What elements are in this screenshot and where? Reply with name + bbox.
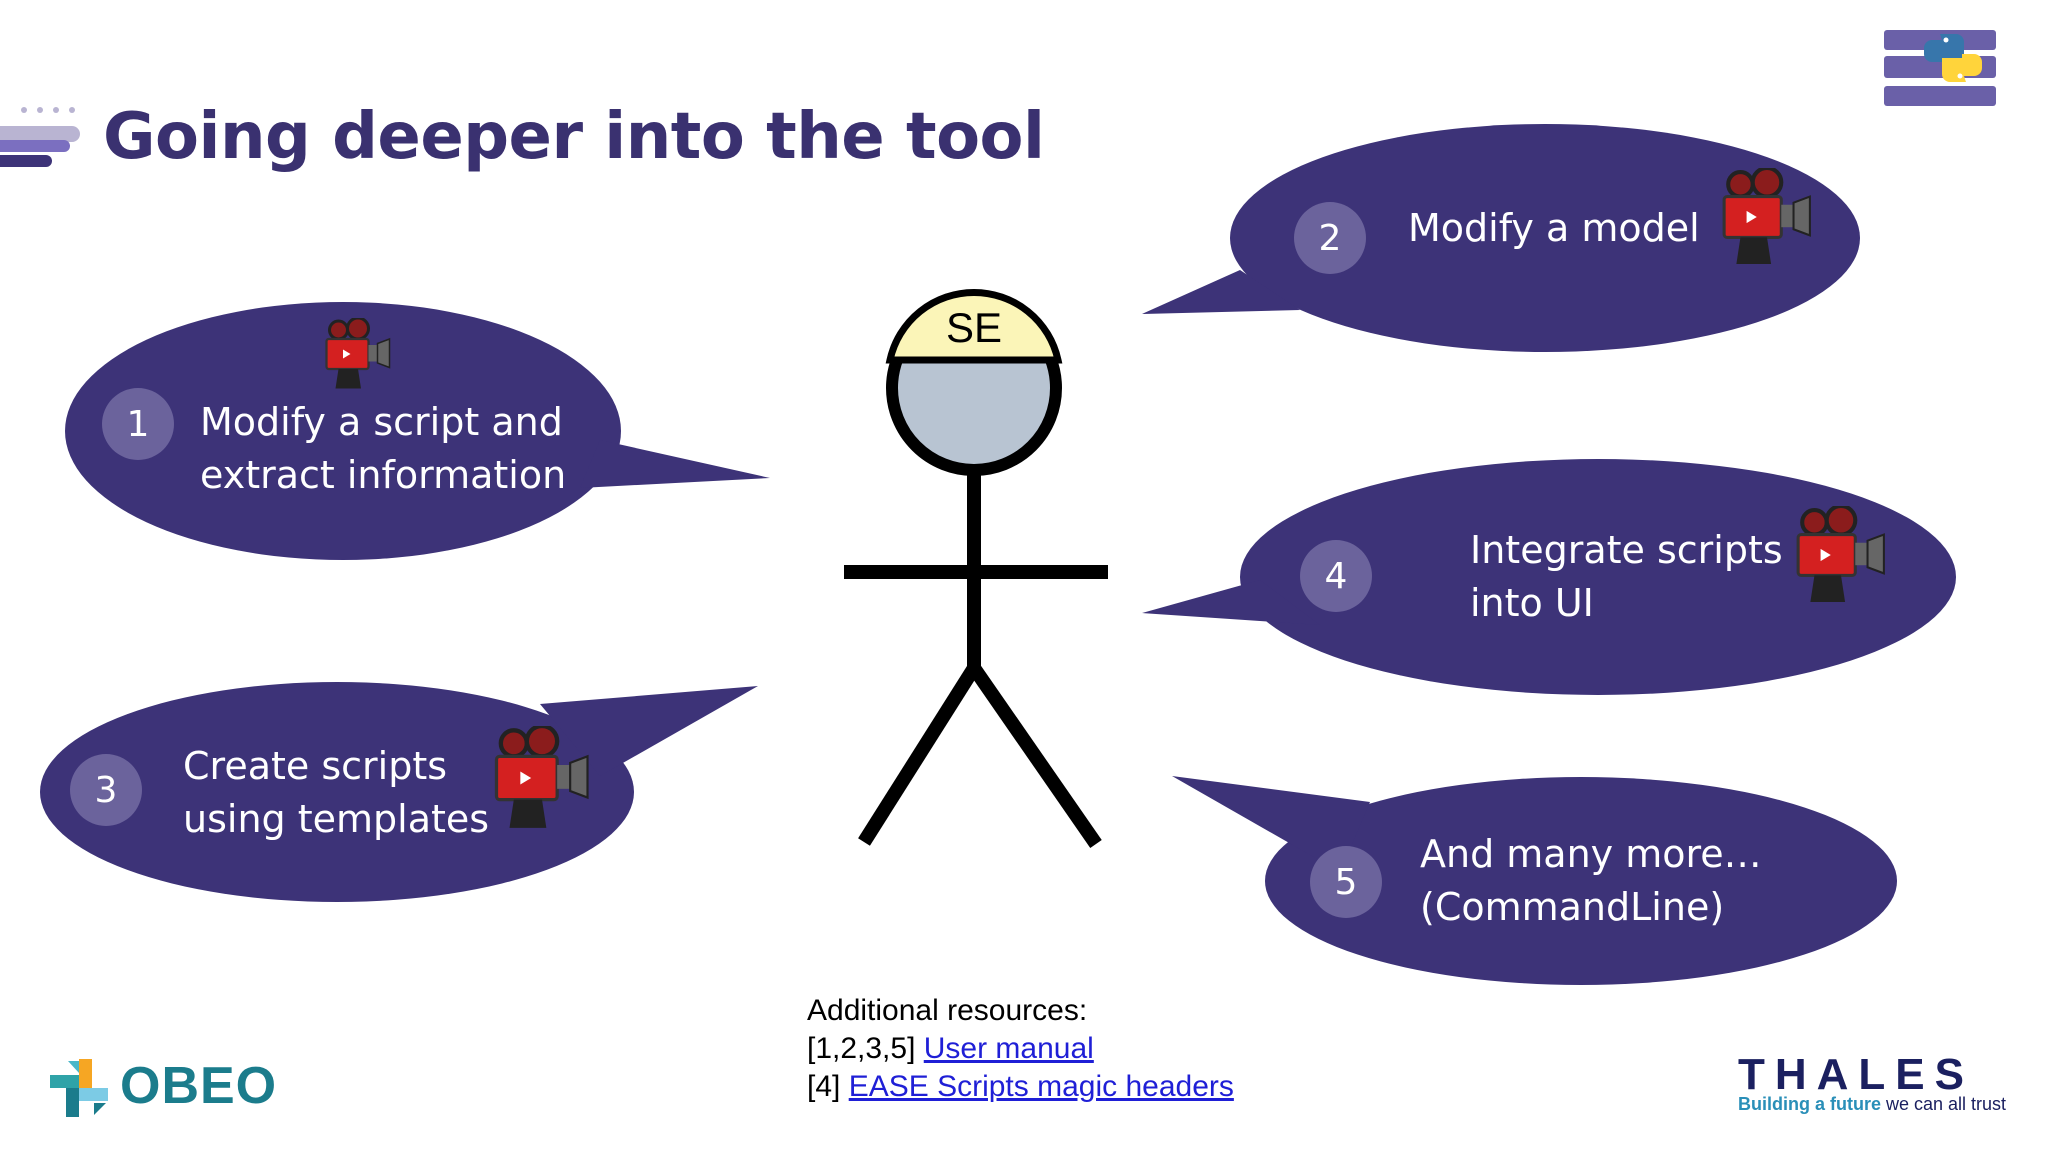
bubble-1-line-1: Modify a script and (200, 400, 563, 444)
thales-logo-text: THALES (1738, 1050, 1974, 1099)
step-number-4: 4 (1300, 540, 1372, 612)
step-number-1: 1 (102, 388, 174, 460)
video-camera-icon[interactable] (1718, 168, 1816, 266)
step-number-3: 3 (70, 754, 142, 826)
bubble-4-line-1: Integrate scripts (1470, 528, 1783, 572)
resources-heading: Additional resources: (807, 994, 1088, 1027)
slide-title: Going deeper into the tool (103, 100, 1045, 174)
resource-item-1: [1,2,3,5] User manual (807, 1030, 1234, 1068)
title-decoration (0, 107, 80, 167)
bubble-4-text: Integrate scripts into UI (1470, 524, 1783, 630)
bubble-3-line-2: using templates (183, 797, 490, 841)
bubble-3-line-1: Create scripts (183, 744, 448, 788)
figure-cap-label: SE (946, 304, 1002, 351)
obeo-logo-icon (50, 1059, 108, 1117)
video-camera-icon[interactable] (490, 726, 594, 830)
thales-tagline: Building a future we can all trust (1738, 1094, 2006, 1115)
resource-item-1-prefix: [1,2,3,5] (807, 1032, 924, 1065)
bubble-2-line-1: Modify a model (1408, 206, 1700, 250)
bubble-5-line-2: (CommandLine) (1420, 885, 1725, 929)
bubble-3-text: Create scripts using templates (183, 740, 489, 846)
thales-tagline-bold: Building a future (1738, 1094, 1881, 1114)
speech-bubble-4 (1142, 459, 1956, 695)
bubble-5-line-1: And many more… (1420, 832, 1762, 876)
bubble-2-text: Modify a model (1408, 202, 1700, 255)
bubble-1-text: Modify a script and extract information (200, 396, 566, 502)
step-number-5: 5 (1310, 846, 1382, 918)
step-number-2: 2 (1294, 202, 1366, 274)
user-manual-link[interactable]: User manual (923, 1032, 1094, 1065)
speech-bubble-5 (1172, 776, 1897, 985)
bubble-4-line-2: into UI (1470, 581, 1594, 625)
video-camera-icon[interactable] (1792, 506, 1890, 604)
speech-bubble-1 (65, 302, 770, 560)
bubble-5-text: And many more… (CommandLine) (1420, 828, 1762, 934)
obeo-logo-text: OBEO (120, 1057, 278, 1115)
additional-resources: Additional resources: [1,2,3,5] User man… (807, 992, 1234, 1106)
video-camera-icon[interactable] (322, 318, 394, 390)
speech-bubble-2 (1142, 124, 1860, 352)
speech-bubble-3 (40, 682, 758, 902)
ease-scripts-magic-headers-link[interactable]: EASE Scripts magic headers (848, 1070, 1234, 1103)
bubble-1-line-2: extract information (200, 453, 567, 497)
thales-tagline-rest: we can all trust (1881, 1094, 2007, 1114)
stick-figure: SE (844, 289, 1108, 848)
python-icon[interactable] (1884, 30, 1996, 110)
resource-item-2: [4] EASE Scripts magic headers (807, 1068, 1234, 1106)
resource-item-2-prefix: [4] (807, 1070, 849, 1103)
